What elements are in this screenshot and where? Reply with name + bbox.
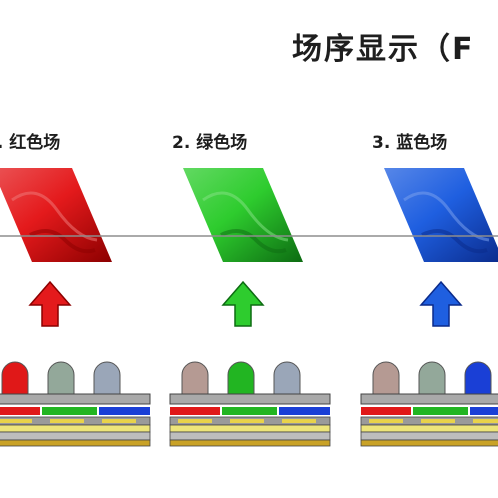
- field-panel-blue: [384, 168, 498, 262]
- led-dome: [1, 361, 29, 396]
- led-dome: [372, 361, 400, 396]
- filter-blue: [99, 407, 150, 415]
- field-shadow-blue: [421, 229, 488, 254]
- filter-green: [42, 407, 97, 415]
- polarizer-layer: [169, 439, 331, 447]
- electrode: [0, 419, 32, 423]
- led-stack-blue: [360, 361, 498, 447]
- electrode: [369, 419, 403, 423]
- field-shadow-red: [29, 229, 96, 254]
- filter-red: [170, 407, 220, 415]
- liquid-crystal-layer: [360, 424, 498, 433]
- field-label-red: 1. 红色场: [0, 133, 61, 153]
- led-dome: [181, 361, 209, 396]
- field-panel-red: [0, 168, 112, 262]
- diagram-title: 场序显示（F: [292, 32, 475, 67]
- led-stack-green: [169, 361, 331, 447]
- glass-layer: [0, 431, 151, 441]
- filter-red: [0, 407, 40, 415]
- polarizer-layer: [0, 439, 151, 447]
- electrode: [230, 419, 264, 423]
- arrow-up-green: [221, 280, 265, 327]
- led-base-bar: [0, 393, 151, 405]
- led-base-bar: [360, 393, 498, 405]
- electrode: [421, 419, 455, 423]
- glass-layer: [169, 431, 331, 441]
- field-label-blue: 3. 蓝色场: [372, 133, 448, 153]
- led-dome: [418, 361, 446, 396]
- filter-green: [222, 407, 277, 415]
- filter-green: [413, 407, 468, 415]
- glass-layer: [360, 431, 498, 441]
- field-panel-green: [183, 168, 303, 262]
- electrode: [473, 419, 498, 423]
- arrow-up-red: [28, 280, 72, 327]
- filter-blue: [279, 407, 330, 415]
- led-dome: [227, 361, 255, 396]
- led-dome: [93, 361, 121, 396]
- filter-red: [361, 407, 411, 415]
- liquid-crystal-layer: [0, 424, 151, 433]
- led-base-bar: [169, 393, 331, 405]
- led-dome: [47, 361, 75, 396]
- field-label-green: 2. 绿色场: [172, 133, 248, 153]
- led-stack-red: [0, 361, 151, 447]
- electrode: [282, 419, 316, 423]
- electrode: [50, 419, 84, 423]
- field-shadow-green: [220, 229, 287, 254]
- liquid-crystal-layer: [169, 424, 331, 433]
- led-dome: [273, 361, 301, 396]
- filter-blue: [470, 407, 498, 415]
- led-dome: [464, 361, 492, 396]
- electrode: [102, 419, 136, 423]
- polarizer-layer: [360, 439, 498, 447]
- arrow-up-blue: [419, 280, 463, 327]
- electrode: [178, 419, 212, 423]
